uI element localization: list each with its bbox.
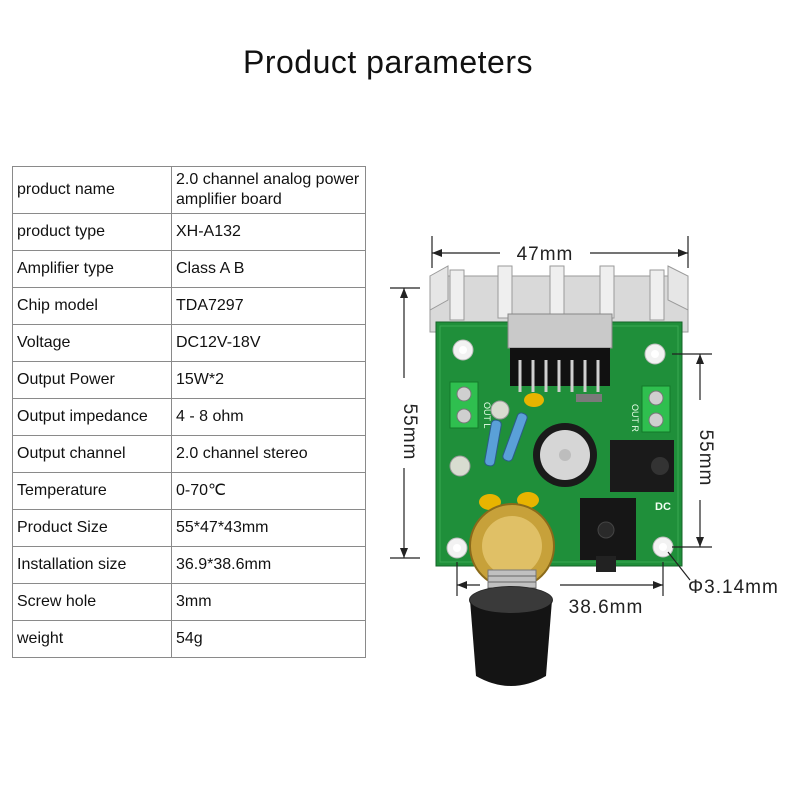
out-left-label: OUT L [482, 402, 492, 428]
terminal-block-right [641, 385, 671, 433]
dimension-height-left-label: 55mm [399, 404, 420, 461]
amplifier-chip [507, 313, 613, 392]
audio-jack [580, 498, 636, 572]
dc-label: DC [655, 501, 671, 513]
table-row: Output channel 2.0 channel stereo [12, 435, 366, 473]
dc-jack [610, 440, 674, 492]
table-row: Output Power 15W*2 [12, 361, 366, 399]
param-key: Temperature [12, 472, 172, 510]
table-row: Voltage DC12V-18V [12, 324, 366, 362]
param-value: 15W*2 [171, 361, 366, 399]
param-key: Output Power [12, 361, 172, 399]
table-row: Temperature 0-70℃ [12, 472, 366, 510]
dimension-width-label: 47mm [517, 244, 574, 265]
param-value: 2.0 channel analog power amplifier board [171, 166, 366, 214]
potentiometer [469, 503, 555, 593]
mounting-hole-icon [446, 339, 674, 559]
param-key: product name [12, 166, 172, 214]
param-key: weight [12, 620, 172, 658]
dimension-arrowheads [400, 249, 704, 589]
table-row: product name 2.0 channel analog power am… [12, 166, 366, 214]
table-row: Amplifier type Class A B [12, 250, 366, 288]
param-value: 0-70℃ [171, 472, 366, 510]
page-title: Product parameters [242, 44, 533, 80]
terminal-block-left [449, 381, 479, 429]
table-row: weight 54g [12, 620, 366, 658]
param-value: Class A B [171, 250, 366, 288]
dimension-hole-spacing-label: 38.6mm [569, 597, 644, 618]
param-key: Output channel [12, 435, 172, 473]
param-value: 2.0 channel stereo [171, 435, 366, 473]
dimension-hole-diameter-label: Φ3.14mm [688, 577, 779, 598]
param-key: Amplifier type [12, 250, 172, 288]
dimension-height-right-label: 55mm [695, 430, 716, 487]
out-right-label: OUT R [630, 404, 640, 432]
param-key: Voltage [12, 324, 172, 362]
parameters-table: product name 2.0 channel analog power am… [12, 166, 366, 658]
table-row: Chip model TDA7297 [12, 287, 366, 325]
param-key: Output impedance [12, 398, 172, 436]
param-value: 54g [171, 620, 366, 658]
param-key: Installation size [12, 546, 172, 584]
volume-knob [469, 586, 553, 686]
param-key: Chip model [12, 287, 172, 325]
components [449, 393, 602, 510]
param-value: XH-A132 [171, 213, 366, 251]
param-key: Screw hole [12, 583, 172, 621]
